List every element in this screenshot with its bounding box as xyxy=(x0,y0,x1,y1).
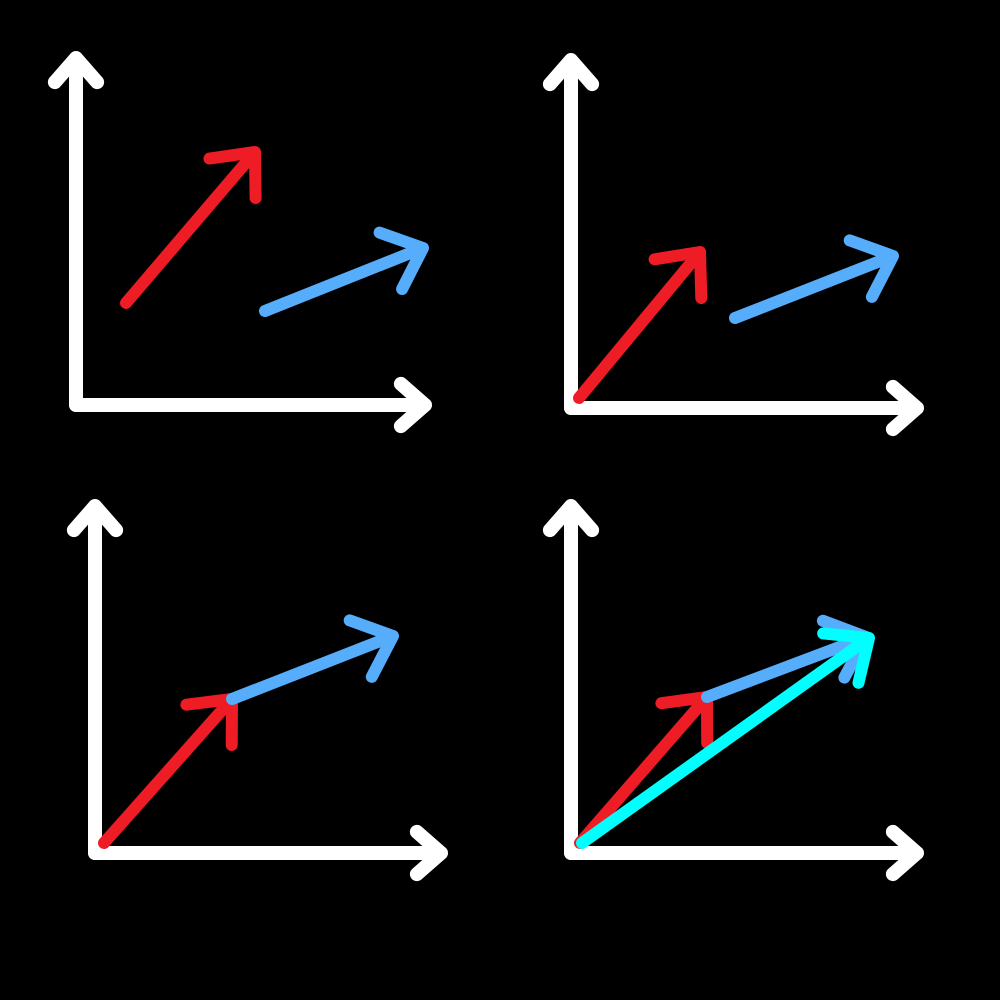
x-axis-arrow xyxy=(564,379,924,437)
panel-resultant-sum xyxy=(542,499,924,882)
y-axis-arrow xyxy=(542,53,600,415)
vector-a-arrow xyxy=(98,693,238,849)
panel-head-to-tail xyxy=(66,499,448,882)
vector-b-arrow xyxy=(259,226,429,317)
vector-sum-arrow xyxy=(576,627,875,849)
panel-vector-a-from-origin xyxy=(542,53,924,437)
x-axis-arrow xyxy=(564,824,924,882)
y-axis-arrow xyxy=(66,499,124,860)
x-axis-arrow xyxy=(69,376,432,434)
y-axis-arrow xyxy=(542,499,600,860)
y-axis-arrow xyxy=(47,51,105,412)
x-axis-arrow xyxy=(88,824,448,882)
vector-b-arrow xyxy=(226,614,399,705)
panel-vectors-separate xyxy=(47,51,432,434)
vector-a-arrow xyxy=(573,246,708,404)
vector-b-arrow xyxy=(729,234,899,324)
vector-a-arrow xyxy=(120,146,262,309)
